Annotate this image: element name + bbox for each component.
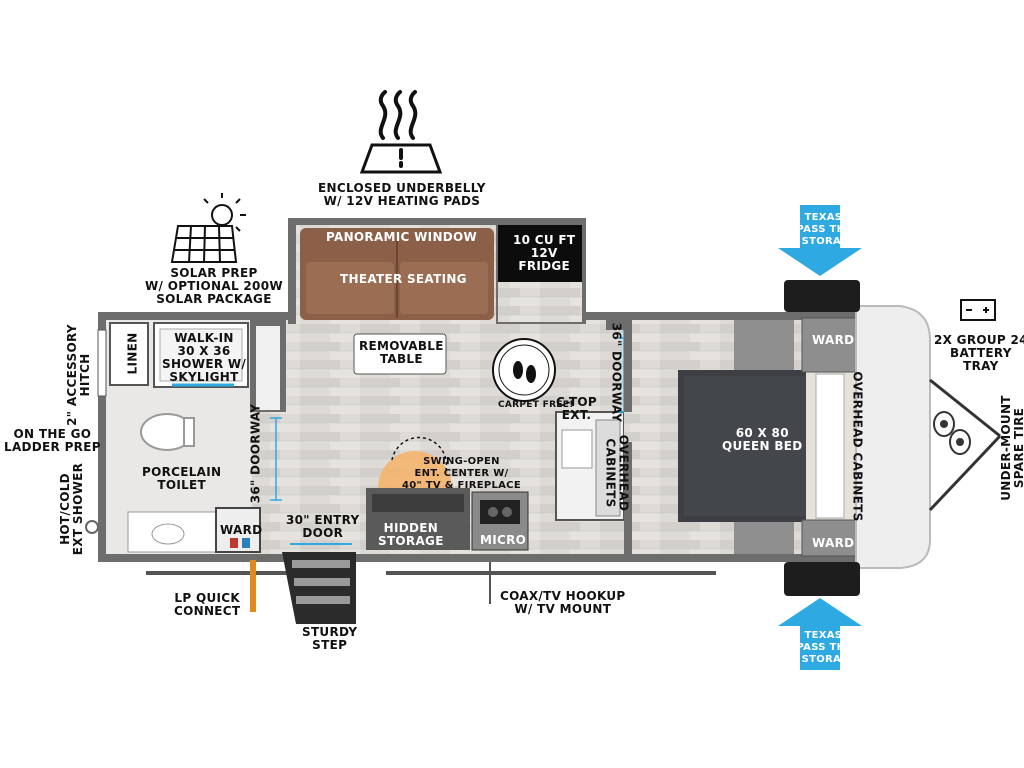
storage-top-arrow <box>778 205 862 276</box>
toilet-label: PORCELAIN TOILET <box>142 465 222 492</box>
hidden-storage-label: HIDDEN STORAGE <box>378 521 444 548</box>
removable-table-label: REMOVABLE TABLE <box>359 339 444 366</box>
storage-bottom-label: XL TEXAS SIZE PASS THRU STORAGE <box>786 630 873 665</box>
ent-center-swing <box>378 451 452 488</box>
ladder-prep-label: ON THE GO LADDER PREP <box>4 427 101 454</box>
ext-shower-label: HOT/COLD EXT SHOWER <box>58 462 86 556</box>
front-cap <box>855 305 931 569</box>
battery-icon <box>960 299 996 321</box>
linen-cabinet <box>109 322 149 386</box>
accessory-hitch-label: 2" ACCESSORY HITCH <box>64 324 92 426</box>
ward-top-box <box>801 317 857 373</box>
lp-connect-hose <box>250 560 256 612</box>
solar-panel-icon <box>170 193 246 263</box>
entertainment-label: SWING-OPEN ENT. CENTER W/ 40" TV & FIREP… <box>402 456 521 491</box>
shower-label: WALK-IN 30 X 36 SHOWER W/ SKYLIGHT <box>162 331 247 384</box>
entry-steps <box>282 552 356 624</box>
theater-seating-label: THEATER SEATING <box>340 272 467 286</box>
entry-door-label: 30" ENTRY DOOR <box>286 513 360 540</box>
underbelly-label: ENCLOSED UNDERBELLY W/ 12V HEATING PADS <box>318 181 486 208</box>
carpet-free-label: CARPET FREE! <box>498 400 574 410</box>
ward-bottom-box <box>801 519 857 557</box>
coax-label: COAX/TV HOOKUP W/ TV MOUNT <box>500 589 626 616</box>
heating-icon <box>359 90 443 174</box>
removable-table <box>353 333 447 375</box>
linen-label: LINEN <box>125 332 140 375</box>
ctop-label: C-TOP EXT. <box>556 395 597 422</box>
overhead-cabinets-bed-label: OVERHEAD CABINETS <box>850 371 865 522</box>
storage-bottom-arrow <box>778 598 862 670</box>
ward-top-label: WARD <box>812 333 855 347</box>
fridge-label: 10 CU FT 12V FRIDGE <box>513 233 576 273</box>
queen-bed-label: 60 X 80 QUEEN BED <box>722 426 803 453</box>
battery-label: 2X GROUP 24 BATTERY TRAY <box>934 333 1024 373</box>
carpet-free-badge <box>492 338 556 402</box>
fridge <box>498 225 582 282</box>
spare-tire-label: UNDER-MOUNT SPARE TIRE <box>998 395 1024 501</box>
micro-label: MICRO <box>480 533 527 547</box>
panoramic-window-label: PANORAMIC WINDOW <box>326 230 478 244</box>
doorway-left-label: 36" DOORWAY <box>248 403 263 504</box>
doorway-right-label: 36" DOORWAY <box>609 322 624 423</box>
overhead-cabinets-kitchen-label: OVERHEAD CABINETS <box>603 434 631 512</box>
lp-quick-connect-label: LP QUICK CONNECT <box>174 591 241 618</box>
storage-top-box <box>784 280 860 312</box>
ward-bottom-label: WARD <box>812 536 855 550</box>
ward-bath-label: WARD <box>220 523 263 537</box>
solar-label: SOLAR PREP W/ OPTIONAL 200W SOLAR PACKAG… <box>145 266 283 306</box>
storage-bottom-box <box>784 562 860 596</box>
sturdy-step-label: STURDY STEP <box>302 625 358 652</box>
spare-tire-icon <box>928 378 1002 512</box>
storage-top-label: XL TEXAS SIZE PASS THRU STORAGE <box>786 212 873 247</box>
